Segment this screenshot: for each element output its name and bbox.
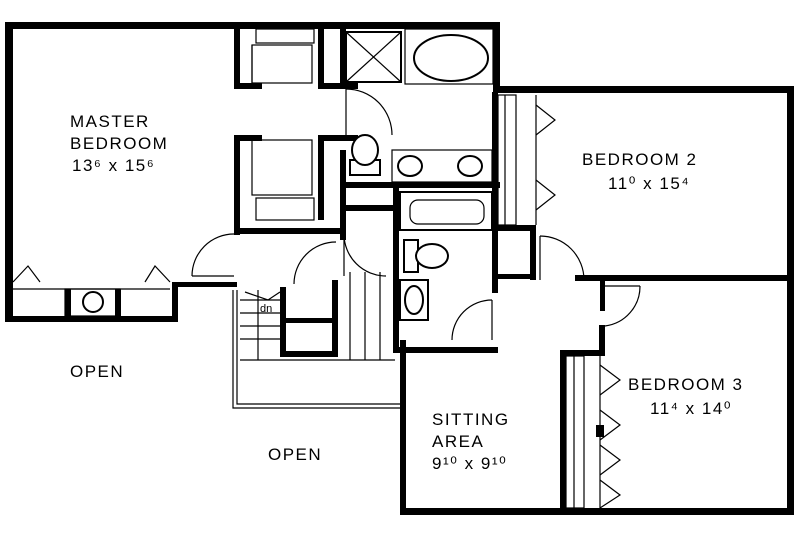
- stairs: [240, 272, 395, 361]
- bedroom2-size: 11⁰ x 15⁴: [608, 174, 691, 193]
- exterior-walls: [5, 22, 794, 515]
- closet-master-lower: [251, 139, 315, 221]
- toilet-master: [349, 134, 381, 176]
- stair-down-note: dn: [260, 303, 273, 315]
- master-bedroom-size: 13⁶ x 15⁶: [72, 156, 156, 175]
- sitting-area-label-line2: AREA: [432, 432, 485, 451]
- open-area-left-label: OPEN: [70, 362, 125, 381]
- bedroom2-door: [539, 235, 585, 281]
- bathtub-oval: [404, 28, 494, 85]
- open-area-center-label: OPEN: [268, 445, 323, 464]
- bedroom2-label: BEDROOM 2: [582, 150, 698, 169]
- bedroom3-size: 11⁴ x 14⁰: [650, 399, 733, 418]
- sitting-area-size: 9¹⁰ x 9¹⁰: [432, 454, 508, 473]
- open-area-outline: [232, 290, 400, 409]
- windows: [5, 22, 794, 515]
- sink-hall-bath: [399, 279, 429, 321]
- closet-master-upper: [251, 28, 315, 84]
- bathtub-rect: [399, 191, 493, 231]
- hall-bath-door: [451, 299, 493, 341]
- vanity-double: [391, 149, 493, 183]
- master-bedroom-label-line2: BEDROOM: [70, 134, 169, 153]
- stair-hall-door: [293, 241, 337, 285]
- master-bath-door: [345, 88, 393, 136]
- interior-walls: [234, 29, 793, 515]
- bedroom3-closet: [565, 355, 622, 509]
- bedroom3-door: [600, 285, 641, 327]
- master-bottom-closets: [12, 265, 171, 319]
- sitting-area-label-line1: SITTING: [432, 410, 510, 429]
- toilet-hall-bath: [403, 239, 449, 273]
- shower: [345, 31, 402, 83]
- master-bedroom-label-line1: MASTER: [70, 112, 150, 131]
- bedroom2-closet: [497, 94, 556, 226]
- master-entry-door: [191, 233, 235, 277]
- bedroom3-label: BEDROOM 3: [628, 375, 744, 394]
- hall-door: [343, 233, 387, 277]
